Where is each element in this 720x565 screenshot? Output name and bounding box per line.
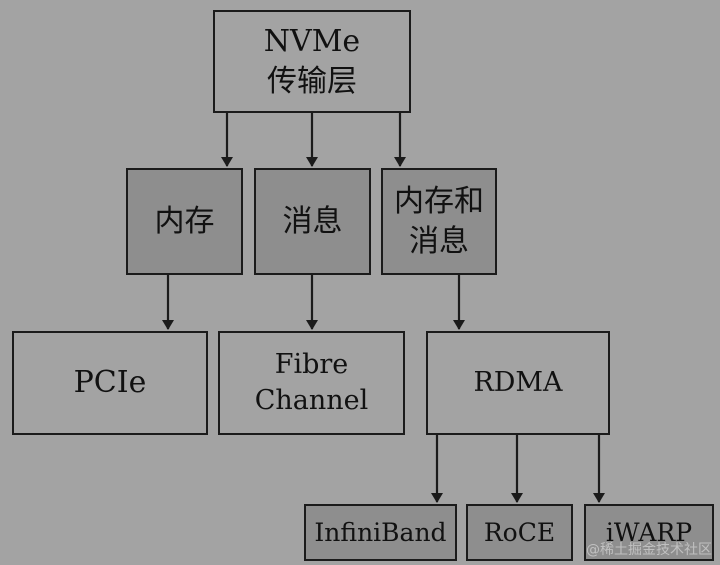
watermark-text: @稀土掘金技术社区 bbox=[586, 542, 712, 558]
node-fibre-channel-line-1: Fibre bbox=[274, 349, 349, 381]
node-fibre-channel: Fibre Channel bbox=[218, 331, 405, 435]
node-nvme-line-1: NVMe bbox=[263, 23, 361, 59]
node-iwarp-label: iWARP bbox=[605, 518, 693, 547]
node-memory-and-message-line-2: 消息 bbox=[409, 223, 469, 259]
node-fibre-channel-line-2: Channel bbox=[254, 385, 369, 416]
node-roce-label: RoCE bbox=[483, 518, 556, 547]
node-iwarp: iWARP bbox=[584, 504, 714, 561]
node-message: 消息 bbox=[254, 168, 371, 275]
node-roce: RoCE bbox=[466, 504, 573, 561]
node-pcie: PCIe bbox=[12, 331, 208, 435]
node-memory-and-message-line-1: 内存和 bbox=[394, 183, 484, 219]
node-rdma-label: RDMA bbox=[473, 367, 563, 399]
node-rdma: RDMA bbox=[426, 331, 610, 435]
node-nvme-line-2: 传输层 bbox=[267, 63, 357, 99]
node-memory-and-message: 内存和 消息 bbox=[381, 168, 497, 275]
node-pcie-label: PCIe bbox=[73, 365, 147, 401]
node-memory-label: 内存 bbox=[154, 203, 215, 239]
node-memory: 内存 bbox=[126, 168, 243, 275]
node-message-label: 消息 bbox=[282, 203, 343, 239]
node-infiniband: InfiniBand bbox=[304, 504, 457, 561]
node-nvme-transport-layer: NVMe 传输层 bbox=[213, 10, 411, 113]
node-infiniband-label: InfiniBand bbox=[314, 518, 447, 547]
